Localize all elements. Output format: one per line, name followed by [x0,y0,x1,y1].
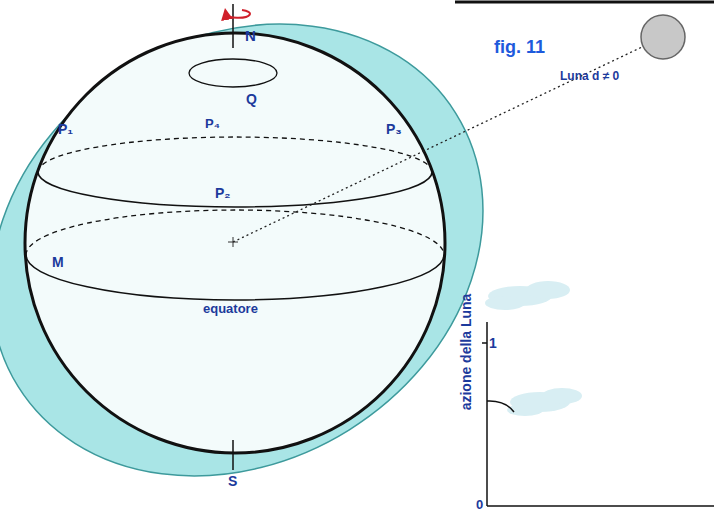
graph-tick [482,342,487,344]
graph-axis [487,505,714,507]
moon: Luna d ≠ 0 [556,10,696,88]
moon-disc [641,15,685,59]
figure-caption: fig. 11 [494,38,545,56]
equator-back [26,210,444,255]
graph-axis [486,322,488,506]
earth-axis [232,440,234,470]
earth-axis [232,4,234,48]
parallel-label: Q [246,92,257,106]
point-label: P₄ [205,117,220,130]
tidal-bulge [0,0,568,515]
moon-direction [233,47,642,242]
cloud-shape [485,281,582,416]
earth-sphere [25,33,445,453]
parallel-back [38,137,432,172]
polar-parallel [189,59,277,87]
moon-label: Luna d ≠ 0 [560,70,619,82]
point-label: M [52,255,64,269]
parallel-front [38,172,432,207]
point-label: P₁ [58,122,73,136]
tick-label: 1 [489,336,497,350]
equator-front [26,255,444,300]
point-label: P₂ [215,186,231,200]
tick-label: 0 [476,498,483,511]
axis-title: azione della Luna [459,294,473,411]
graph-curve [487,401,514,412]
pole-label: N [245,28,256,43]
pole-label: S [228,474,237,488]
point-label: P₃ [386,122,402,136]
equator-label: equatore [203,302,258,315]
top-rule [455,1,714,4]
rotation-arrow [226,10,250,18]
